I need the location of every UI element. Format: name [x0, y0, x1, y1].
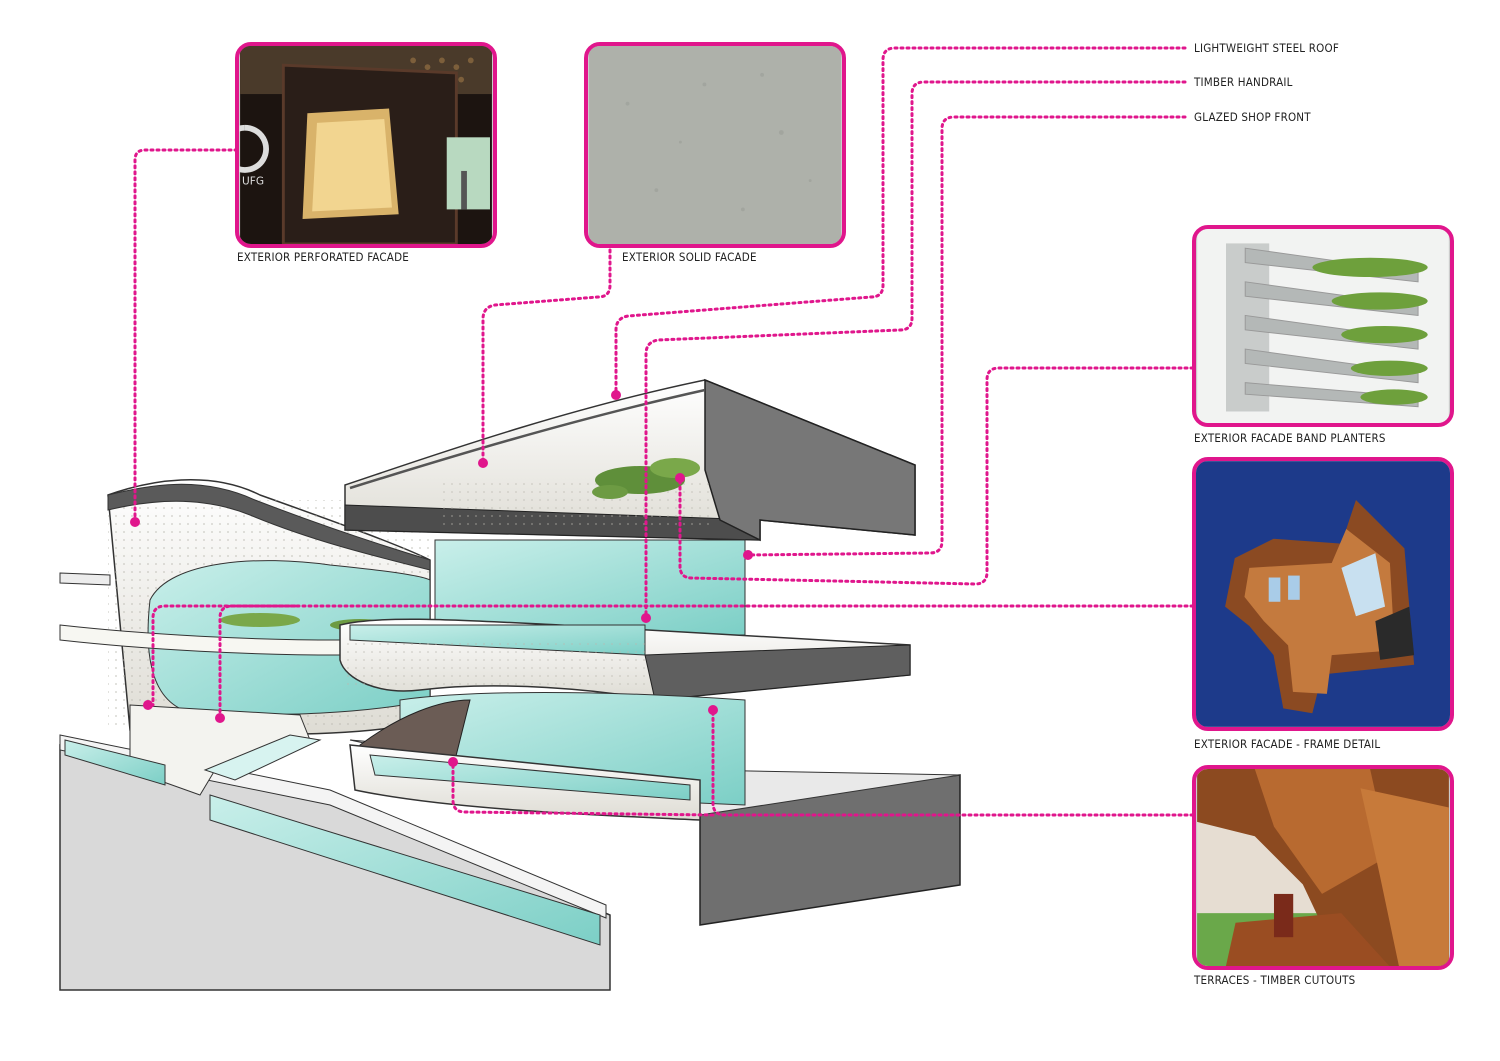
solid-facade-image: [589, 46, 841, 244]
perforated-facade-image: UFG: [239, 46, 492, 244]
upper-block-side: [704, 378, 916, 542]
photo-timber-cutouts: [1192, 765, 1454, 970]
photo-band-planters: [1192, 225, 1454, 427]
label-glazed-shop-front: GLAZED SHOP FRONT: [1194, 110, 1311, 124]
caption-timber-cutouts: TERRACES - TIMBER CUTOUTS: [1194, 973, 1356, 987]
ramp-lights: [203, 734, 322, 781]
photo-solid-facade: [584, 42, 846, 248]
photo-perforated-facade: UFG: [235, 42, 497, 248]
label-timber-handrail: TIMBER HANDRAIL: [1194, 75, 1293, 89]
caption-perforated-facade: EXTERIOR PERFORATED FACADE: [237, 250, 409, 264]
middle-slab-side: [644, 644, 911, 701]
left-roof: [107, 483, 431, 571]
upper-glass-column: [434, 539, 746, 636]
caption-solid-facade: EXTERIOR SOLID FACADE: [622, 250, 757, 264]
band-planters-image: [1197, 229, 1449, 423]
leader-endpoints: [130, 390, 753, 767]
caption-frame-detail: EXTERIOR FACADE - FRAME DETAIL: [1194, 737, 1381, 751]
sign-text: UFG: [242, 175, 264, 187]
caption-band-planters: EXTERIOR FACADE BAND PLANTERS: [1194, 431, 1386, 445]
ramp-glass: [64, 739, 166, 786]
photo-frame-detail: [1192, 457, 1454, 731]
label-lightweight-steel-roof: LIGHTWEIGHT STEEL ROOF: [1194, 41, 1339, 55]
side-glass-channel: [209, 794, 601, 946]
left-access-strip: [59, 572, 111, 586]
lower-glass-balustrade: [369, 754, 691, 801]
upper-roof-line: [349, 388, 706, 490]
leader-lines: [133, 46, 1195, 817]
timber-cutouts-image: [1197, 769, 1449, 966]
lower-terrace-cutout: [359, 699, 471, 761]
frame-detail-image: [1196, 461, 1450, 727]
